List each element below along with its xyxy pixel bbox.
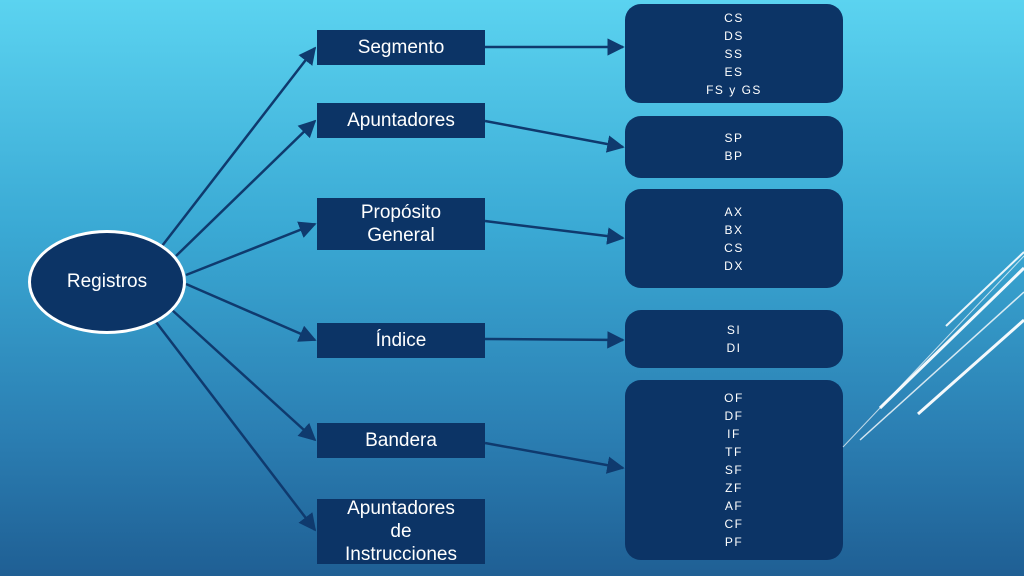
register-item: CS [724,240,744,255]
registers-proposito-general: AX BX CS DX [625,189,843,288]
register-item: DF [724,409,744,423]
register-item: DI [726,341,742,355]
registers-apuntadores: SP BP [625,116,843,178]
register-item: SP [724,131,744,145]
register-item: FS y GS [706,82,762,97]
register-item: SS [724,46,744,61]
register-item: TF [725,445,743,459]
register-item: IF [727,427,741,441]
register-item: SF [724,463,744,477]
register-item: AF [724,499,744,513]
register-item: PF [724,535,744,549]
category-label: Apuntadores [347,110,455,131]
register-list: SP BP [724,129,743,165]
register-list: SI DI [727,321,742,357]
category-indice: Índice [317,323,485,358]
register-list: AX BX CS DX [724,203,744,275]
register-item: ZF [725,481,743,495]
registers-bandera: OF DF IF TF SF ZF AF CF PF [625,380,843,560]
category-label: Bandera [365,430,437,451]
register-list: OF DF IF TF SF ZF AF CF PF [724,389,744,551]
root-label: Registros [66,271,148,292]
register-list: CS DS SS ES FS y GS [706,9,762,99]
category-apuntadores-de-instrucciones: Apuntadores de Instrucciones [317,498,485,565]
register-item: SI [726,323,742,337]
register-item: AX [724,204,744,219]
arrow-root-to-indice [185,282,317,342]
category-segmento: Segmento [317,30,485,65]
arrow-proposito-to-registers [484,219,625,245]
arrow-root-to-proposito-general [185,221,317,277]
register-item: CS [724,10,744,25]
arrow-root-to-apuntadores-instrucciones [155,321,317,532]
arrow-indice-to-registers [484,331,625,349]
register-item: DS [724,28,744,43]
arrow-root-to-bandera [171,309,317,442]
category-proposito-general: Propósito General [317,198,485,250]
arrow-apuntadores-to-registers [484,119,625,153]
category-bandera: Bandera [317,423,485,458]
category-apuntadores: Apuntadores [317,103,485,138]
arrow-bandera-to-registers [484,441,625,474]
category-label: Índice [375,330,427,351]
root-node-registros: Registros [28,230,186,334]
register-item: OF [724,391,744,405]
registers-segmento: CS DS SS ES FS y GS [625,4,843,103]
arrow-root-to-apuntadores [175,119,317,257]
category-label: Segmento [357,37,445,58]
register-item: CF [724,517,744,531]
register-item: DX [724,258,744,273]
registers-indice: SI DI [625,310,843,368]
category-label: Apuntadores de Instrucciones [345,498,457,565]
category-label: Propósito General [360,202,442,246]
arrow-root-to-segmento [161,46,317,247]
register-item: BX [724,222,744,237]
register-item: BP [724,149,744,163]
register-item: ES [724,64,744,79]
